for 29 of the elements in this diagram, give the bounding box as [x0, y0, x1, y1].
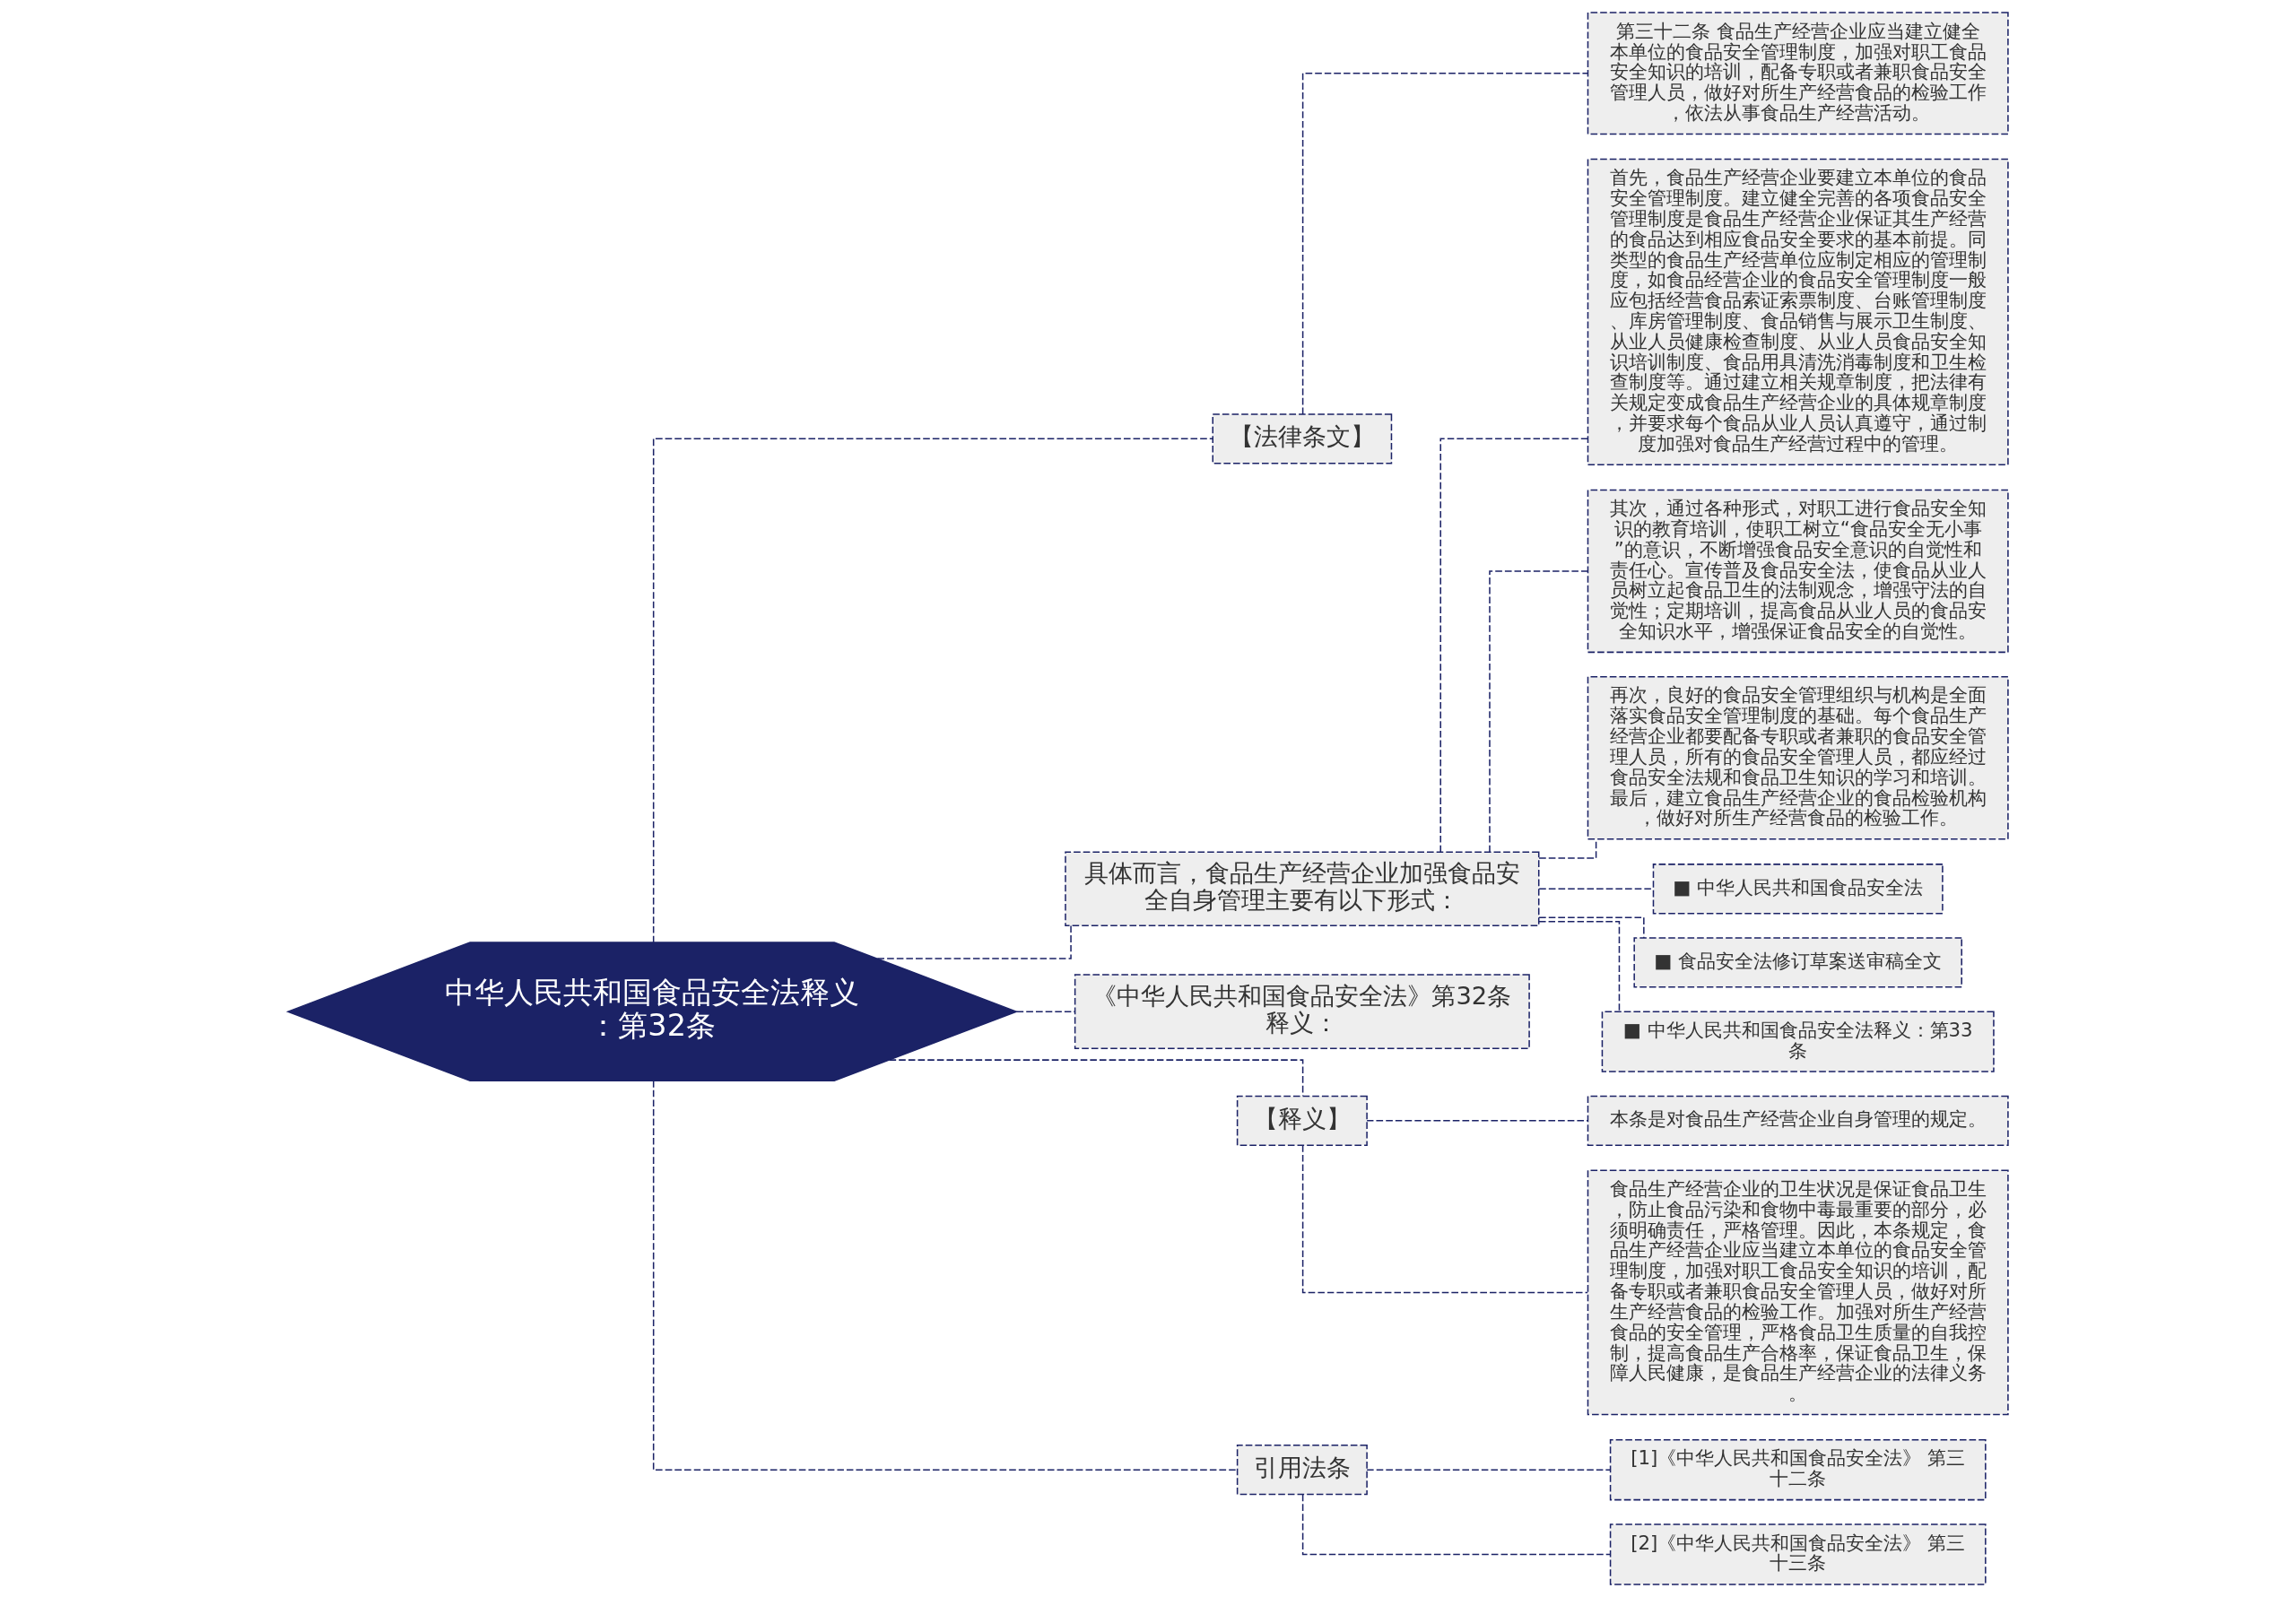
connector: [1301, 1144, 1588, 1294]
connector: [1538, 921, 1621, 1012]
node-box: 首先，食品生产经营企业要建立本单位的食品安全管理制度。建立健全完善的各项食品安全管理制度是食品生产经营企业保证其生产经营的食品达到相应食品安全要求的基本前提。同类型的食品生产经营单位应制定相应的管理制度，如食品经营企业的食品安全管理制度一般应包括经营食品索证索票制度、台账管理制度、库房管理制度、食品销售与展示卫生制度、从业人员健康检查制度、从业人员食品安全知识培训制度、食品用具清洗消毒制度和卫生检查制度等。通过建立相关规章制度，把法律有关规定变成食品生产经营企业的具体规章制度，并要求每个食品从业人员认真遵守，通过制度加强对食品生产经营过程中的管理。: [1587, 158, 2009, 465]
connector: [652, 1080, 1238, 1471]
node-box: 【法律条文】: [1212, 413, 1393, 464]
connector: [1489, 570, 1588, 853]
node-box: [1]《中华人民共和国食品安全法》 第三十二条: [1609, 1438, 1987, 1501]
connector: [1301, 73, 1588, 415]
connector: [1538, 916, 1645, 939]
connector: [1015, 1011, 1076, 1012]
connector: [652, 438, 1213, 943]
node-box: ■ 中华人民共和国食品安全法: [1652, 864, 1944, 915]
connector: [876, 924, 1072, 959]
node-box: 【释义】: [1236, 1095, 1368, 1146]
node-box: ■ 食品安全法修订草案送审稿全文: [1633, 937, 1962, 988]
connector: [1439, 438, 1588, 853]
connector: [1366, 1120, 1588, 1122]
node-box: 本条是对食品生产经营企业自身管理的规定。: [1587, 1095, 2009, 1146]
node-box: 引用法条: [1236, 1445, 1368, 1496]
connector: [1366, 1469, 1612, 1471]
connector: [1301, 1494, 1611, 1556]
node-box: [2]《中华人民共和国食品安全法》 第三十三条: [1609, 1523, 1987, 1585]
node-box: 食品生产经营企业的卫生状况是保证食品卫生，防止食品污染和食物中毒最重要的部分，必须明确责任，严格管理。因此，本条规定，食品生产经营企业应当建立本单位的食品安全管理制度，加强对职工食品安全知识的培训，配备专职或者兼职食品安全管理人员，做好对所生产经营食品的检验工作。加强对所生产经营食品的安全管理，严格食品卫生质量的自我控制，提高食品生产合格率，保证食品卫生，保障人民健康，是食品生产经营企业的法律义务。: [1587, 1169, 2009, 1416]
node-box: 具体而言，食品生产经营企业加强食品安全自身管理主要有以下形式：: [1065, 851, 1540, 927]
node-box: 《中华人民共和国食品安全法》第32条释义：: [1074, 974, 1530, 1049]
node-box: ■ 中华人民共和国食品安全法释义：第33条: [1601, 1011, 1995, 1072]
node-box: 再次，良好的食品安全管理组织与机构是全面落实食品安全管理制度的基础。每个食品生产经营企业都要配备专职或者兼职的食品安全管理人员，所有的食品安全管理人员，都应经过食品安全法规和食品卫生知识的学习和培训。最后，建立食品生产经营企业的食品检验机构，做好对所生产经营食品的检验工作。: [1587, 676, 2009, 840]
node-box: 其次，通过各种形式，对职工进行食品安全知识的教育培训，使职工树立“食品安全无小事”的意识，不断增强食品安全意识的自觉性和责任心。宣传普及食品安全法，使食品从业人员树立起食品卫生的法制观念，增强守法的自觉性；定期培训，提高食品从业人员的食品安全知识水平，增强保证食品安全的自觉性。: [1587, 489, 2009, 654]
node-box: 第三十二条 食品生产经营企业应当建立健全本单位的食品安全管理制度，加强对职工食品安全知识的培训，配备专职或者兼职食品安全管理人员，做好对所生产经营食品的检验工作，依法从事食品生产经营活动。: [1587, 12, 2009, 135]
